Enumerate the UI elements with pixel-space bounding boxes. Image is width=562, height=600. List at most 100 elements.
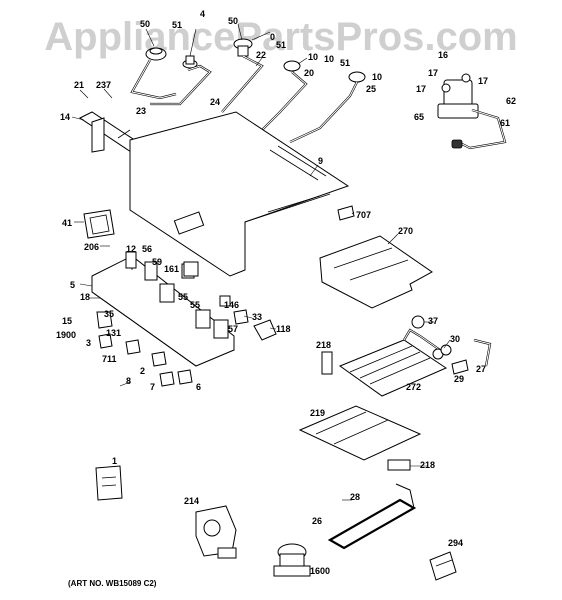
callout-219[interactable]: 219 <box>310 408 325 418</box>
callout-4[interactable]: 4 <box>200 9 205 19</box>
tube-20[interactable] <box>257 71 308 135</box>
callout-29[interactable]: 29 <box>454 374 464 384</box>
callout-14[interactable]: 14 <box>60 112 70 122</box>
regulator-1600[interactable] <box>273 543 311 577</box>
callout-12[interactable]: 12 <box>126 244 136 254</box>
bracket-294[interactable] <box>429 551 457 581</box>
regulator-assembly[interactable] <box>437 73 507 150</box>
callout-51c[interactable]: 51 <box>340 58 350 68</box>
callout-118[interactable]: 118 <box>276 324 291 334</box>
callout-3[interactable]: 3 <box>86 338 91 348</box>
callout-56[interactable]: 56 <box>142 244 152 254</box>
callout-5[interactable]: 5 <box>70 280 75 290</box>
knob-6[interactable] <box>177 369 193 385</box>
callout-35[interactable]: 35 <box>104 309 114 319</box>
shield-270[interactable] <box>319 235 433 309</box>
callout-1600[interactable]: 1600 <box>310 566 330 576</box>
spark-module-161[interactable] <box>183 261 199 277</box>
tube-22[interactable] <box>221 55 264 113</box>
callout-23[interactable]: 23 <box>136 106 146 116</box>
switch-146[interactable] <box>219 295 231 307</box>
callout-7[interactable]: 7 <box>150 382 155 392</box>
callout-21[interactable]: 21 <box>74 80 84 90</box>
callout-51a[interactable]: 51 <box>172 20 182 30</box>
callout-6[interactable]: 6 <box>196 382 201 392</box>
callout-27[interactable]: 27 <box>476 364 486 374</box>
knob-7[interactable] <box>159 371 175 387</box>
fitting-29[interactable] <box>451 359 469 375</box>
literature-1[interactable] <box>95 465 123 501</box>
knob-711[interactable] <box>125 339 141 355</box>
valve-50-left[interactable] <box>145 47 167 61</box>
orifice-holders[interactable] <box>125 251 229 339</box>
callout-707[interactable]: 707 <box>356 210 371 220</box>
callout-51b[interactable]: 51 <box>276 40 286 50</box>
knob-3[interactable] <box>98 333 113 349</box>
fitting-37[interactable] <box>411 315 425 329</box>
callout-206[interactable]: 206 <box>84 242 99 252</box>
callout-10b[interactable]: 10 <box>324 54 334 64</box>
fitting-30[interactable] <box>432 344 452 360</box>
callout-237[interactable]: 237 <box>96 80 111 90</box>
callout-270[interactable]: 270 <box>398 226 413 236</box>
callout-214[interactable]: 214 <box>184 496 199 506</box>
callout-2[interactable]: 2 <box>140 366 145 376</box>
callout-65[interactable]: 65 <box>414 112 424 122</box>
callout-17a[interactable]: 17 <box>428 68 438 78</box>
callout-22[interactable]: 22 <box>256 50 266 60</box>
callout-1900[interactable]: 1900 <box>56 330 76 340</box>
callout-33[interactable]: 33 <box>252 312 262 322</box>
oven-valve-214[interactable] <box>195 505 237 559</box>
callout-20[interactable]: 20 <box>304 68 314 78</box>
callout-24[interactable]: 24 <box>210 97 220 107</box>
knob-15[interactable] <box>96 311 113 329</box>
callout-59[interactable]: 59 <box>152 257 162 267</box>
callout-57[interactable]: 57 <box>228 324 238 334</box>
burner-box-9[interactable] <box>129 111 350 277</box>
knob-2[interactable] <box>151 351 167 367</box>
bake-burner-26[interactable] <box>327 483 417 550</box>
callout-37[interactable]: 37 <box>428 316 438 326</box>
callout-1[interactable]: 1 <box>112 456 117 466</box>
callout-8[interactable]: 8 <box>126 376 131 386</box>
callout-28[interactable]: 28 <box>350 492 360 502</box>
callout-146[interactable]: 146 <box>224 300 239 310</box>
callout-50b[interactable]: 50 <box>228 16 238 26</box>
igniter-218-lower[interactable] <box>387 459 411 471</box>
callout-50a[interactable]: 50 <box>140 19 150 29</box>
callout-41[interactable]: 41 <box>62 218 72 228</box>
callout-272[interactable]: 272 <box>406 382 421 392</box>
valve-50-center[interactable] <box>233 38 253 57</box>
callout-17c[interactable]: 17 <box>416 84 426 94</box>
tube-23[interactable] <box>130 59 177 100</box>
part-707[interactable] <box>337 205 355 221</box>
callout-218a[interactable]: 218 <box>316 340 331 350</box>
callout-62[interactable]: 62 <box>506 96 516 106</box>
callout-294[interactable]: 294 <box>448 538 463 548</box>
broil-burner-272[interactable] <box>338 328 448 397</box>
callout-10c[interactable]: 10 <box>372 72 382 82</box>
igniter-118[interactable] <box>253 319 277 341</box>
callout-131[interactable]: 131 <box>106 328 121 338</box>
bake-shield-219[interactable] <box>298 405 422 461</box>
callout-10a[interactable]: 10 <box>308 52 318 62</box>
callout-15[interactable]: 15 <box>62 316 72 326</box>
gasket-41[interactable] <box>83 209 115 239</box>
callout-161[interactable]: 161 <box>164 264 179 274</box>
callout-0[interactable]: 0 <box>270 32 275 42</box>
callout-9[interactable]: 9 <box>318 156 323 166</box>
callout-18[interactable]: 18 <box>80 292 90 302</box>
tube-27[interactable] <box>473 338 492 367</box>
part-33[interactable] <box>233 309 249 325</box>
valve-51-center[interactable] <box>283 60 301 72</box>
callout-55a[interactable]: 55 <box>178 292 188 302</box>
valve-51-right[interactable] <box>348 71 366 83</box>
callout-711[interactable]: 711 <box>102 354 117 364</box>
callout-17b[interactable]: 17 <box>478 76 488 86</box>
callout-30[interactable]: 30 <box>450 334 460 344</box>
igniter-218-upper[interactable] <box>321 351 333 375</box>
callout-61[interactable]: 61 <box>500 118 510 128</box>
callout-55b[interactable]: 55 <box>190 300 200 310</box>
callout-26[interactable]: 26 <box>312 516 322 526</box>
callout-218b[interactable]: 218 <box>420 460 435 470</box>
